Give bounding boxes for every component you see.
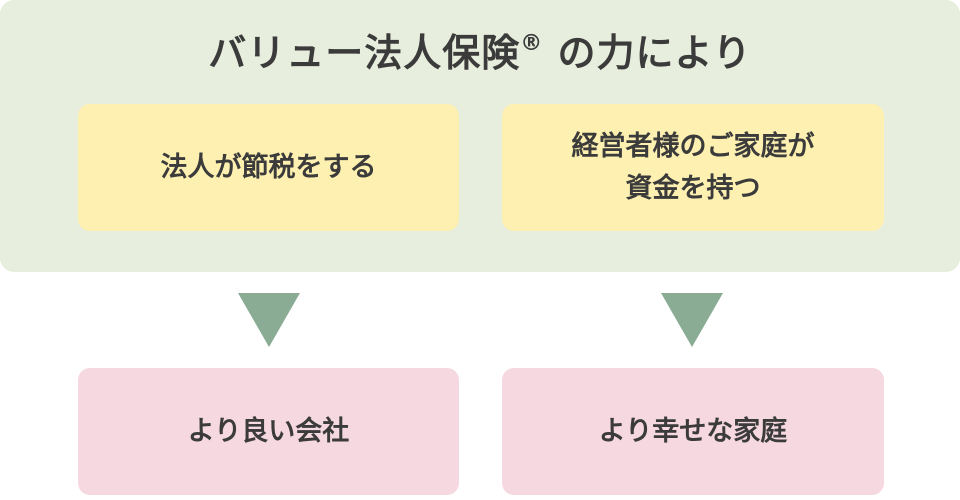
- box-happier-family: より幸せな家庭: [502, 368, 884, 495]
- title-main: バリュー法人保険: [208, 31, 521, 75]
- box-better-company: より良い会社: [78, 368, 459, 495]
- down-arrow-right-icon: [661, 293, 723, 347]
- title-tail: の力により: [543, 31, 752, 75]
- top-panel: バリュー法人保険® の力により 法人が節税をする 経営者様のご家庭が 資金を持つ: [0, 0, 960, 272]
- registered-mark: ®: [520, 31, 544, 56]
- diagram-title: バリュー法人保険® の力により: [0, 28, 960, 78]
- box-family-funds-line-2: 資金を持つ: [625, 172, 761, 204]
- box-family-funds-line-1: 経営者様のご家庭が: [571, 130, 815, 162]
- box-better-company-line-1: より良い会社: [187, 415, 350, 447]
- down-arrow-left-icon: [238, 293, 300, 347]
- box-happier-family-line-1: より幸せな家庭: [598, 415, 788, 447]
- box-corporate-tax-saving-line-1: 法人が節税をする: [160, 151, 377, 183]
- box-corporate-tax-saving: 法人が節税をする: [78, 104, 459, 231]
- box-family-funds: 経営者様のご家庭が 資金を持つ: [502, 104, 884, 231]
